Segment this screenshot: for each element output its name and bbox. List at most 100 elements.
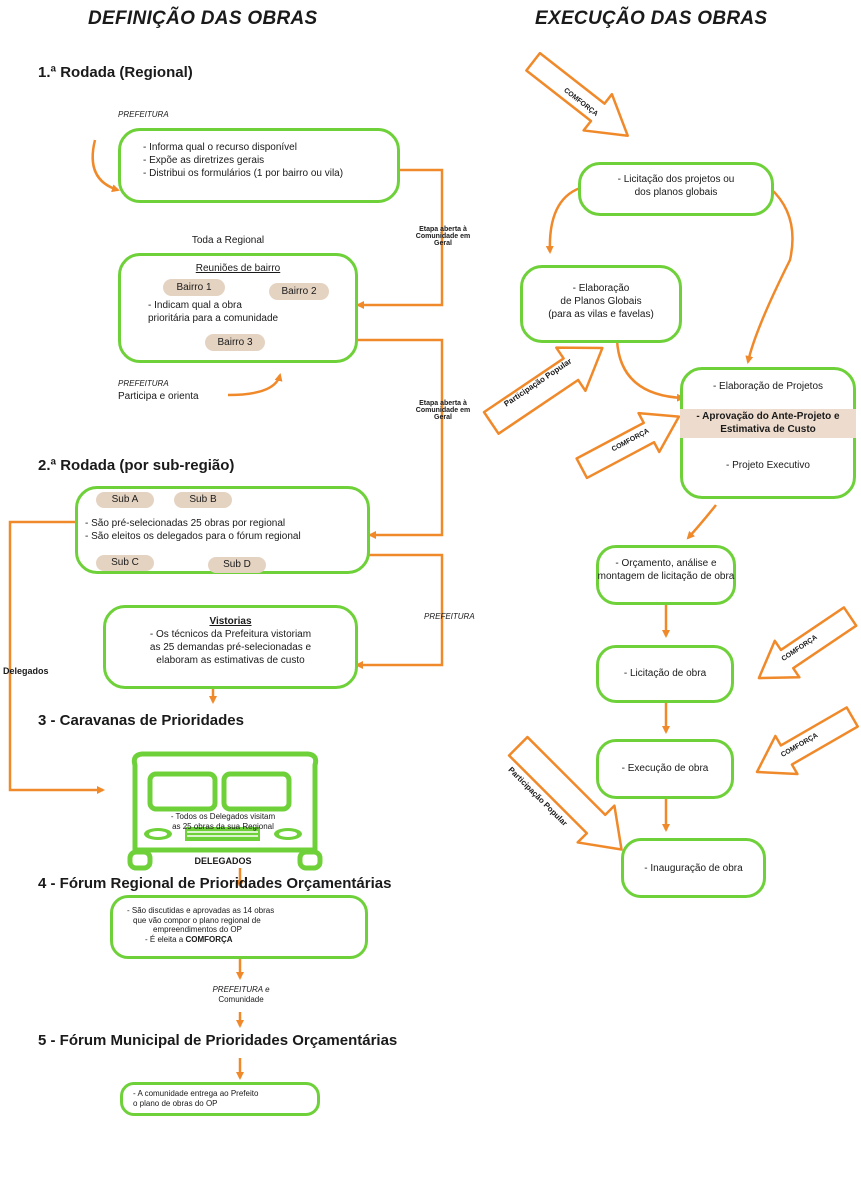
rodada2-line: - São eleitos os delegados para o fórum … <box>85 531 301 542</box>
pref-com-line: Comunidade <box>218 994 264 1004</box>
etapa-line: Etapa aberta à <box>419 226 467 233</box>
exec-line: - Licitação dos projetos ou <box>617 174 735 185</box>
exec-line: - Orçamento, análise e <box>615 558 717 569</box>
forum-regional-title: 4 - Fórum Regional de Prioridades Orçame… <box>38 875 392 892</box>
participacao-arrow-2 <box>507 735 623 851</box>
prefeitura-comunidade-label: PREFEITURA e Comunidade <box>196 985 286 1004</box>
sub-b-pill: Sub B <box>174 492 232 508</box>
etapa-aberta-label-1: Etapa aberta à Comunidade em Geral <box>402 226 484 247</box>
bus-body <box>131 751 319 853</box>
eleita-comforca: COMFORÇA <box>185 934 233 944</box>
entry-curve-arrow <box>91 139 120 193</box>
rodada2-title: 2.ª Rodada (por sub-região) <box>38 457 235 474</box>
bus-line: - Todos os Delegados visitam <box>170 812 276 821</box>
bairro-3-pill: Bairro 3 <box>205 334 265 351</box>
rodada2-text: - São pré-selecionadas 25 obras por regi… <box>85 517 367 543</box>
licitacao-to-planos <box>545 186 581 254</box>
comforca-arrow-top <box>525 51 629 137</box>
meeting-text: - Indicam qual a obra prioritária para a… <box>148 299 348 325</box>
bus-window-left <box>147 771 218 812</box>
eleita-prefix: - É eleita a <box>145 934 186 944</box>
forum-regional-box: - São discutidas e aprovadas as 14 obras… <box>110 895 368 959</box>
licitacao-projetos-box: - Licitação dos projetos ou dos planos g… <box>578 162 774 216</box>
forum-line: - São discutidas e aprovadas as 14 obras <box>127 906 275 915</box>
right-title: EXECUÇÃO DAS OBRAS <box>535 8 768 29</box>
projetos-to-orcamento <box>686 504 717 540</box>
exec-line: de Planos Globais <box>560 296 642 307</box>
reunioes-title: Reuniões de bairro <box>195 263 281 274</box>
etapa-line: Comunidade em <box>415 233 471 240</box>
bus-illustration <box>127 751 323 871</box>
projetos-box: - Elaboração de Projetos - Aprovação do … <box>680 367 856 499</box>
comforca-arrow-licitacao <box>757 606 858 680</box>
etapa-line: Etapa aberta à <box>419 400 467 407</box>
licitacao-to-projetos <box>745 187 794 364</box>
rodada2-box: Sub A Sub B - São pré-selecionadas 25 ob… <box>75 486 370 574</box>
connector-r2-to-vistorias <box>355 553 444 669</box>
execucao-obra-box: - Execução de obra <box>596 739 734 799</box>
exec-line: (para as vilas e favelas) <box>548 309 654 320</box>
bairro-1-pill: Bairro 1 <box>163 279 225 296</box>
prefeitura-label-3: PREFEITURA <box>424 612 475 621</box>
delegados-label: Delegados <box>3 666 49 676</box>
exec-line: - Elaboração <box>572 283 630 294</box>
hilite-line: Estimativa de Custo <box>720 423 816 435</box>
etapa-line: Geral <box>434 240 452 247</box>
bus-grille <box>185 827 260 841</box>
forum-municipal-title: 5 - Fórum Municipal de Prioridades Orçam… <box>38 1032 398 1049</box>
bus-left-wheel-well <box>127 849 153 871</box>
planos-to-projetos <box>615 339 685 402</box>
exec-line: montagem de licitação de obra <box>597 571 735 582</box>
prefeitura-label-1: PREFEITURA <box>118 110 169 119</box>
bairro-2-pill: Bairro 2 <box>269 283 329 300</box>
comforca-arrow-mid <box>575 411 681 480</box>
comforca-arrow-execucao <box>755 706 859 776</box>
connector-meetings-to-r2 <box>348 338 444 539</box>
sub-a-pill: Sub A <box>96 492 154 508</box>
eleita-line: - É eleita a COMFORÇA <box>127 935 365 945</box>
hilite-line: - Aprovação do Ante-Projeto e <box>696 411 840 422</box>
rodada1-prefeitura-box: - Informa qual o recurso disponível - Ex… <box>118 128 400 203</box>
projetos-hilite: - Aprovação do Ante-Projeto e Estimativa… <box>680 409 856 438</box>
bus-text: - Todos os Delegados visitam as 25 obras… <box>148 812 298 831</box>
box-line: - Informa qual o recurso disponível <box>143 142 297 153</box>
reunioes-bairro-box: Reuniões de bairro Bairro 1 Bairro 2 - I… <box>118 253 358 363</box>
inauguracao-box: - Inauguração de obra <box>621 838 766 898</box>
rodada1-title: 1.ª Rodada (Regional) <box>38 64 193 81</box>
bus-line: as 25 obras da sua Regional <box>172 821 274 831</box>
meeting-line: prioritária para a comunidade <box>148 313 279 324</box>
connector-r1-to-meetings <box>356 168 444 309</box>
projetos-top: - Elaboração de Projetos <box>712 381 824 392</box>
exec-line: dos planos globais <box>634 187 718 198</box>
forum-line: empreendimentos do OP <box>153 925 242 935</box>
vistorias-line: - Os técnicos da Prefeitura vistoriam <box>149 629 312 640</box>
delegados-connector <box>8 520 105 794</box>
bus-grille-lines <box>187 831 258 837</box>
pref-com-line: PREFEITURA e <box>212 985 270 994</box>
box-line: - Expõe as diretrizes gerais <box>143 155 265 166</box>
participa-orienta: Participa e orienta <box>118 391 199 402</box>
meeting-line: - Indicam qual a obra <box>148 300 242 311</box>
vistorias-title: Vistorias <box>209 616 252 627</box>
bus-right-wheel-well <box>297 849 323 871</box>
licitacao-obra-box: - Licitação de obra <box>596 645 734 703</box>
forum-line: que vão compor o plano regional de <box>133 915 261 925</box>
etapa-line: Comunidade em <box>415 407 471 414</box>
caravanas-title: 3 - Caravanas de Prioridades <box>38 712 244 729</box>
rodada2-line: - São pré-selecionadas 25 obras por regi… <box>85 518 286 529</box>
toda-regional-label: Toda a Regional <box>191 235 265 246</box>
projetos-bottom: - Projeto Executivo <box>726 460 810 471</box>
sub-c-pill: Sub C <box>96 555 154 571</box>
orcamento-box: - Orçamento, análise e montagem de licit… <box>596 545 736 605</box>
forum-municipal-box: - A comunidade entrega ao Prefeito o pla… <box>120 1082 320 1116</box>
bus-window-right <box>221 771 292 812</box>
left-title: DEFINIÇÃO DAS OBRAS <box>88 8 318 29</box>
participacao-arrow-1 <box>482 346 604 435</box>
vistorias-box: Vistorias - Os técnicos da Prefeitura vi… <box>103 605 358 689</box>
etapa-aberta-label-2: Etapa aberta à Comunidade em Geral <box>402 400 484 421</box>
forum5-line: - A comunidade entrega ao Prefeito <box>133 1089 259 1098</box>
vistorias-line: as 25 demandas pré-selecionadas e <box>149 642 312 653</box>
bus-delegados-label: DELEGADOS <box>194 856 252 866</box>
prefeitura-label-2: PREFEITURA <box>118 379 169 388</box>
